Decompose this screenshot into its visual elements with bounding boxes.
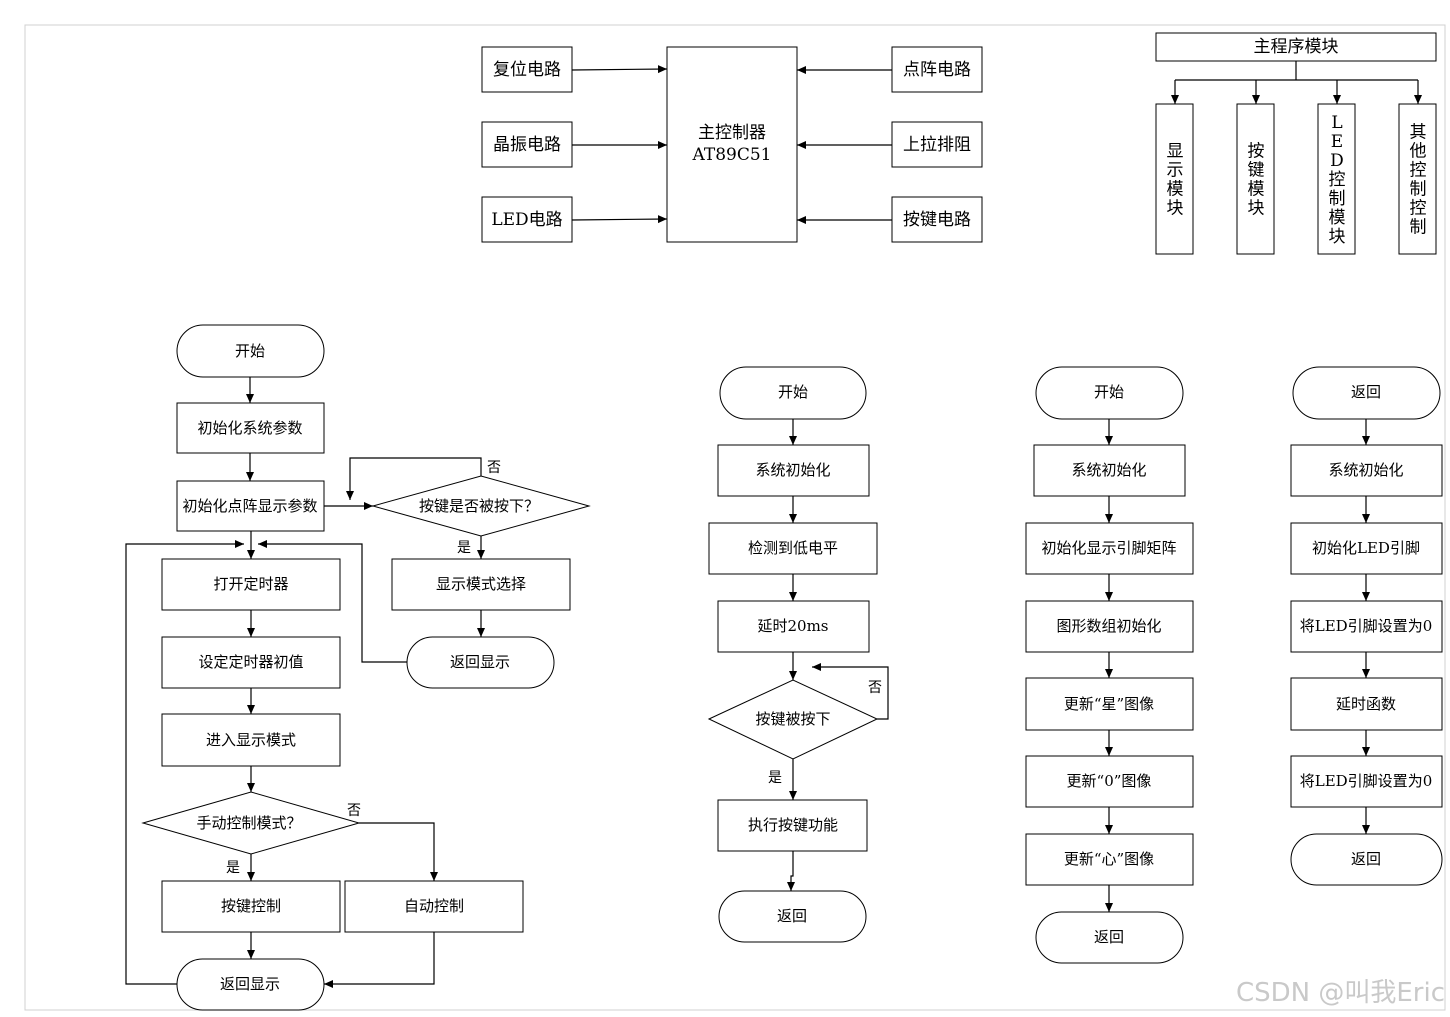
main-module-label: 主程序模块 <box>1254 37 1339 57</box>
hardware-diagram: 主控制器 AT89C51 复位电路 晶振电路 LED电路 点阵电路 上拉排阻 按… <box>481 46 983 243</box>
led-set0-a-label: 将LED引脚设置为0 <box>1300 617 1432 635</box>
disp-init-label: 系统初始化 <box>1071 461 1146 479</box>
page-frame <box>24 24 1446 1011</box>
led-circuit-box <box>481 196 573 243</box>
led-pins-box <box>1290 522 1443 575</box>
key-control-label: 按键控制 <box>221 897 281 915</box>
led-start-label: 返回 <box>1351 383 1381 401</box>
flow-return-outer-loop <box>125 540 244 985</box>
other-module-label: 其他控制控制 <box>1410 123 1427 238</box>
open-timer-label: 打开定时器 <box>213 575 288 593</box>
manual-mode-label: 手动控制模式？ <box>196 814 301 832</box>
arrow-reset <box>571 65 668 74</box>
key-flow-exec-return <box>787 851 795 891</box>
matrix-circuit-label: 点阵电路 <box>903 60 971 80</box>
flow-autoctl-return <box>324 932 435 988</box>
key-check-yes: 是 <box>768 770 782 786</box>
led-init-box <box>1290 444 1443 497</box>
other-module-box <box>1398 103 1437 255</box>
key-flowchart: 开始 系统初始化 检测到低电平 延时20ms 按键被按下 否 是 执行按键功能 … <box>707 366 889 943</box>
main-flowchart: 开始 初始化系统参数 初始化点阵显示参数 按键是否被按下？ 否 是 显示模式选择… <box>125 324 591 1011</box>
key-pressed-label: 按键是否被按下？ <box>419 497 539 515</box>
csdn-watermark: CSDN @叫我Eric <box>1236 978 1445 1008</box>
key-start-label: 开始 <box>778 383 808 401</box>
led-set0-b-box <box>1290 755 1443 808</box>
disp-heart-label: 更新“心”图像 <box>1064 850 1154 868</box>
led-flowchart: 返回 系统初始化 初始化LED引脚 将LED引脚设置为0 延时函数 将LED引脚… <box>1290 366 1443 886</box>
controller-label-2: AT89C51 <box>692 145 772 165</box>
disp-array-box <box>1025 600 1194 653</box>
reset-circuit-box <box>481 46 573 93</box>
manual-mode-no: 否 <box>347 803 361 819</box>
key-init-label: 系统初始化 <box>755 461 830 479</box>
key-pressed-no: 否 <box>487 460 501 476</box>
controller-label-1: 主控制器 <box>698 123 766 143</box>
key-module-label: 按键模块 <box>1248 142 1265 219</box>
disp-pins-label: 初始化显示引脚矩阵 <box>1041 539 1176 557</box>
led-delay-label: 延时函数 <box>1336 695 1396 713</box>
main-module-box <box>1155 32 1437 62</box>
mode-select-box <box>391 558 571 611</box>
key-module-box <box>1236 103 1275 255</box>
crystal-circuit-label: 晶振电路 <box>493 135 561 155</box>
display-module-label: 显示模块 <box>1167 142 1184 219</box>
key-flow-no-loop <box>812 663 889 720</box>
delay-label: 延时20ms <box>757 617 828 635</box>
open-timer-box <box>161 558 341 611</box>
enter-display-box <box>161 713 341 767</box>
return-display-right-label: 返回显示 <box>450 653 510 671</box>
key-pressed-decision <box>371 475 591 537</box>
led-return-label: 返回 <box>1351 850 1381 868</box>
disp-array-label: 图形数组初始化 <box>1056 617 1161 635</box>
display-module-box <box>1155 103 1194 255</box>
disp-star-label: 更新“星”图像 <box>1064 695 1154 713</box>
key-circuit-label: 按键电路 <box>903 210 971 230</box>
set-timer-label: 设定定时器初值 <box>198 653 303 671</box>
controller-box <box>666 46 798 243</box>
auto-control-label: 自动控制 <box>404 897 464 915</box>
led-circuit-label: LED电路 <box>491 210 562 230</box>
key-check-no: 否 <box>868 680 882 696</box>
key-return-terminal <box>718 890 867 943</box>
disp-zero-label: 更新“0”图像 <box>1067 772 1152 790</box>
flow-decision-no-loop <box>346 457 482 500</box>
detect-low-label: 检测到低电平 <box>748 539 838 557</box>
disp-return-label: 返回 <box>1094 928 1124 946</box>
disp-start-label: 开始 <box>1094 383 1124 401</box>
auto-control-box <box>344 880 524 933</box>
led-module-box <box>1317 103 1356 255</box>
flow-return-loop <box>258 540 407 663</box>
arrow-led <box>571 215 668 224</box>
key-init-box <box>717 444 870 497</box>
manual-mode-yes: 是 <box>226 860 240 876</box>
enter-display-label: 进入显示模式 <box>206 731 296 749</box>
return-display-label: 返回显示 <box>220 975 280 993</box>
key-pressed-yes: 是 <box>457 540 471 556</box>
pullup-label: 上拉排阻 <box>903 135 971 155</box>
exec-key-label: 执行按键功能 <box>748 816 838 834</box>
led-pins-label: 初始化LED引脚 <box>1312 539 1420 557</box>
led-set0-a-box <box>1290 600 1443 653</box>
main-start-label: 开始 <box>235 342 265 360</box>
flow-manual-no <box>359 822 438 881</box>
reset-circuit-label: 复位电路 <box>493 60 561 80</box>
led-init-label: 系统初始化 <box>1328 461 1403 479</box>
set-timer-box <box>161 636 341 689</box>
led-set0-b-label: 将LED引脚设置为0 <box>1300 772 1432 790</box>
init-system-label: 初始化系统参数 <box>197 419 302 437</box>
mode-select-label: 显示模式选择 <box>436 575 526 593</box>
display-flowchart: 开始 系统初始化 初始化显示引脚矩阵 图形数组初始化 更新“星”图像 更新“0”… <box>1025 366 1194 964</box>
key-pressed-check-label: 按键被按下 <box>755 710 830 728</box>
init-matrix-label: 初始化点阵显示参数 <box>182 497 317 515</box>
key-return-label: 返回 <box>777 907 807 925</box>
